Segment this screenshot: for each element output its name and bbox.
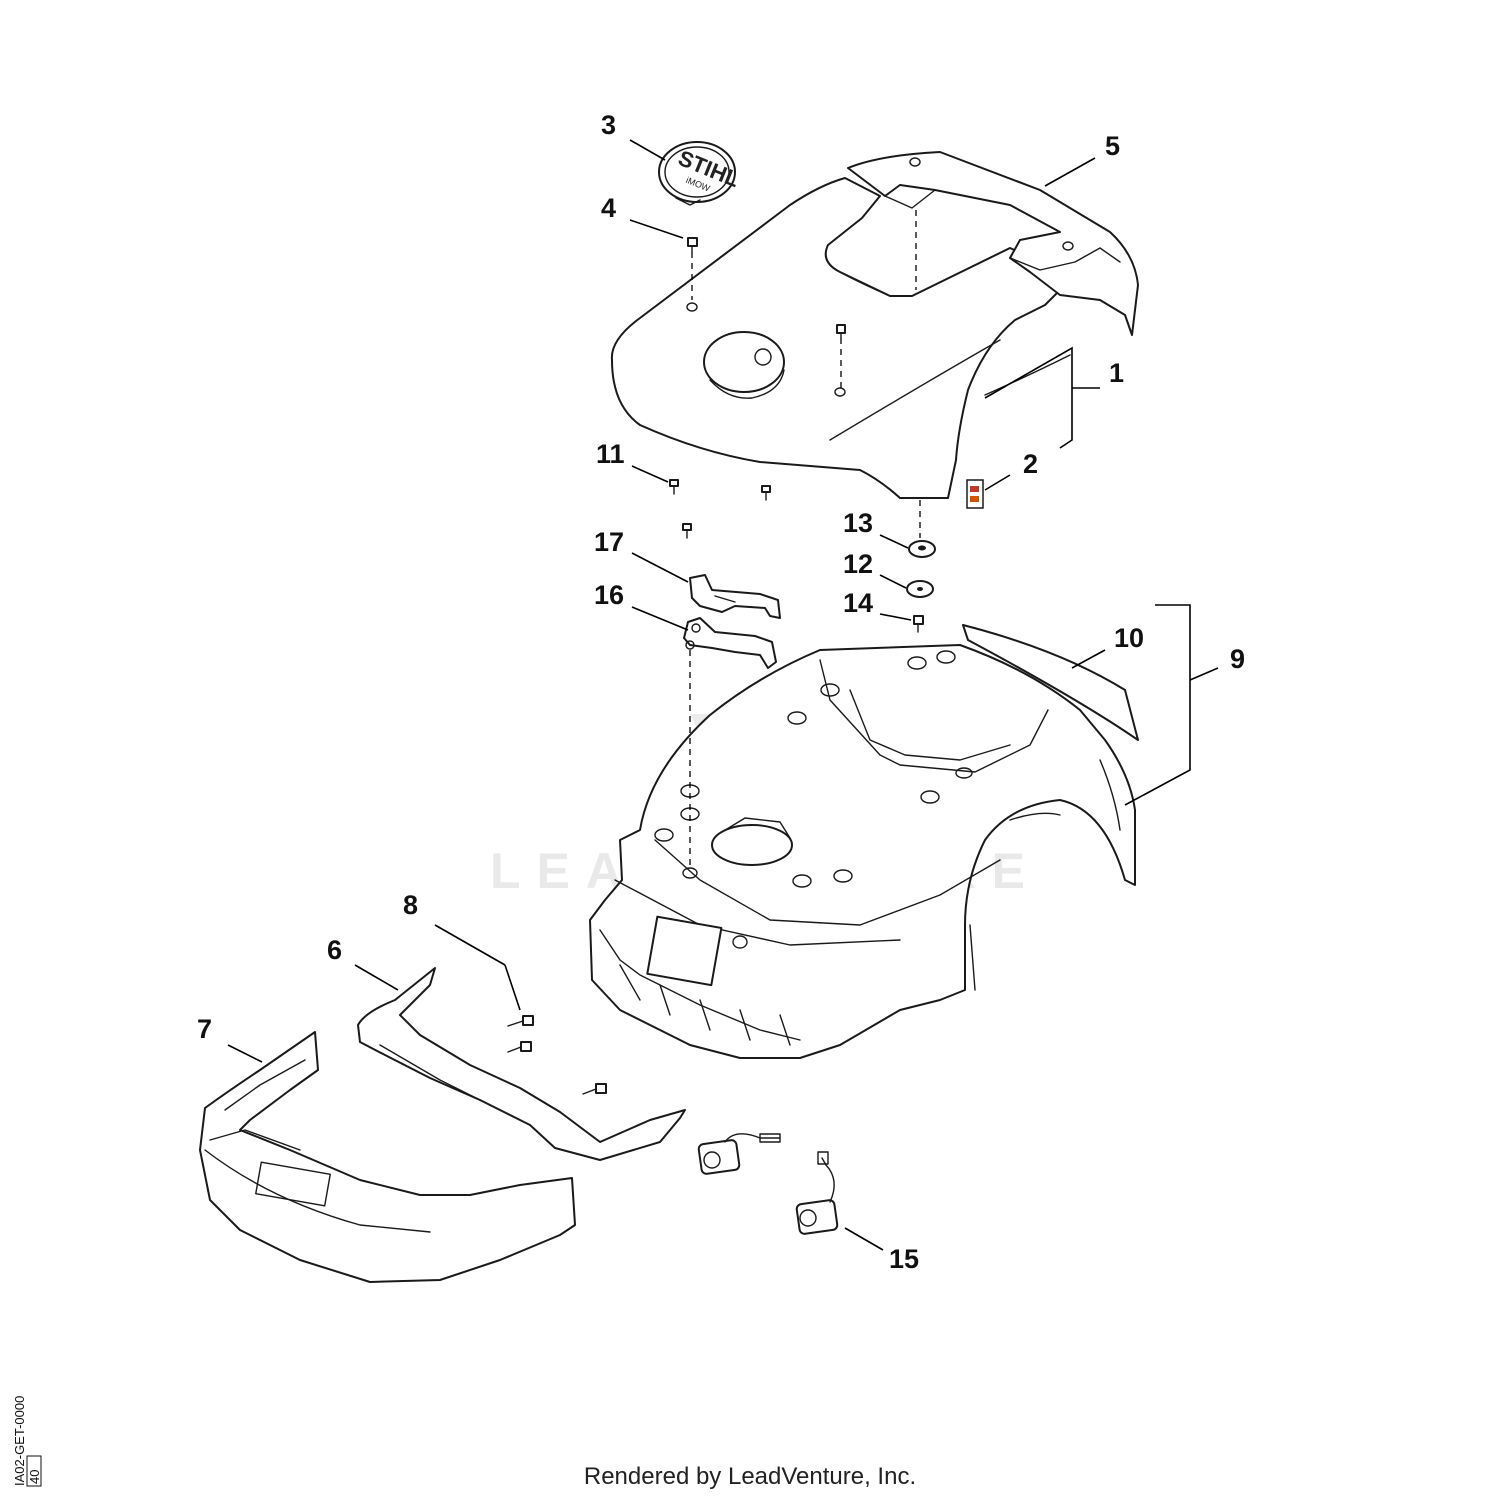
- callout-2: 2: [1023, 449, 1038, 479]
- washer-part-12[interactable]: [906, 580, 934, 598]
- callout-9: 9: [1230, 644, 1245, 674]
- screws-part-8[interactable]: [507, 1015, 607, 1095]
- top-cover[interactable]: [610, 177, 1071, 499]
- sensor-part-15a[interactable]: [697, 1133, 781, 1175]
- chassis-housing[interactable]: [589, 644, 1136, 1059]
- callout-11: 11: [596, 439, 625, 469]
- callout-10: 10: [1114, 623, 1144, 653]
- sensor-part-15b[interactable]: [795, 1151, 839, 1235]
- callout-15: 15: [889, 1244, 919, 1274]
- spacer-part-13[interactable]: [908, 540, 936, 558]
- callout-8: 8: [403, 890, 418, 920]
- stihl-logo-badge[interactable]: STIHL iMOW: [658, 141, 743, 206]
- warning-label[interactable]: [966, 479, 984, 509]
- screw-11a[interactable]: [669, 479, 679, 495]
- callout-16: 16: [594, 580, 624, 610]
- cover-screw[interactable]: [836, 324, 846, 339]
- drawing-code-box: 40: [27, 1470, 42, 1484]
- callout-5: 5: [1105, 131, 1120, 161]
- bracket-part-16[interactable]: [683, 617, 777, 669]
- screw-11b[interactable]: [761, 485, 771, 501]
- carry-handle[interactable]: [847, 151, 1139, 336]
- screw-8b[interactable]: [507, 1041, 532, 1053]
- callout-6: 6: [327, 935, 342, 965]
- front-trim-part-6[interactable]: [357, 967, 686, 1161]
- leader-lines: [227, 139, 1219, 1251]
- callout-7: 7: [197, 1014, 212, 1044]
- side-strip-part-10[interactable]: [962, 624, 1139, 741]
- screw-part-4[interactable]: [687, 237, 698, 253]
- screw-8c[interactable]: [582, 1083, 607, 1095]
- callout-1: 1: [1109, 358, 1124, 388]
- callout-14: 14: [843, 588, 873, 618]
- callout-4: 4: [601, 193, 616, 223]
- screw-11c[interactable]: [682, 523, 692, 539]
- callout-12: 12: [843, 549, 873, 579]
- callouts: 3 4 5 1 2 11 13 12 14 17 16 10 9 8 6 7 1…: [197, 110, 1245, 1274]
- footer-credit: Rendered by LeadVenture, Inc.: [583, 1463, 917, 1490]
- screws-part-11[interactable]: [669, 479, 771, 539]
- front-bumper-part-7[interactable]: [199, 1031, 576, 1283]
- screw-8a[interactable]: [507, 1015, 534, 1027]
- bracket-part-17[interactable]: [689, 574, 781, 619]
- drawing-code: IA02-GET-0000 40: [12, 1396, 42, 1487]
- callout-17: 17: [594, 527, 624, 557]
- callout-3: 3: [601, 110, 616, 140]
- alignment-lines: [689, 210, 921, 870]
- screw-part-14[interactable]: [913, 615, 924, 633]
- drawing-code-text: IA02-GET-0000: [12, 1396, 27, 1486]
- callout-13: 13: [843, 508, 873, 538]
